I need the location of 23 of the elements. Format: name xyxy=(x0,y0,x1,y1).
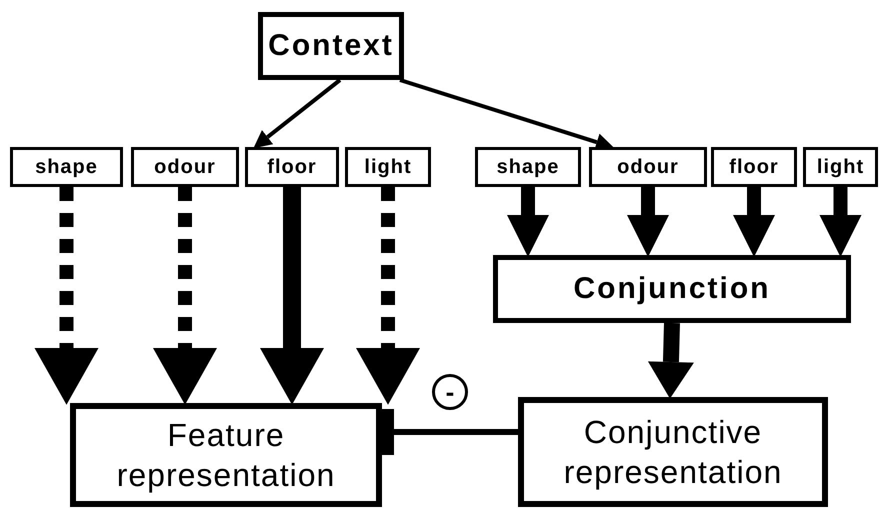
arrow xyxy=(507,187,549,257)
arrow xyxy=(34,187,98,405)
label-box: floor xyxy=(711,147,797,187)
label-box: light xyxy=(345,147,431,187)
label-box: odour xyxy=(589,147,707,187)
label-box: Context xyxy=(258,12,404,80)
arrow xyxy=(253,78,342,148)
edge-label: - xyxy=(432,374,468,410)
arrow xyxy=(820,187,862,257)
representation-box: Conjunctive representation xyxy=(518,397,828,507)
arrow xyxy=(733,187,775,257)
label-box: light xyxy=(803,147,878,187)
arrow xyxy=(648,322,694,399)
label-box: shape xyxy=(10,147,123,187)
arrow xyxy=(356,187,420,405)
arrow xyxy=(627,187,669,257)
label-box: odour xyxy=(131,147,239,187)
label-box: floor xyxy=(245,147,339,187)
representation-box: Feature representation xyxy=(70,403,382,507)
arrow xyxy=(260,187,324,405)
label-box: shape xyxy=(475,147,581,187)
arrow xyxy=(153,187,217,405)
label-box: Conjunction xyxy=(493,255,851,323)
